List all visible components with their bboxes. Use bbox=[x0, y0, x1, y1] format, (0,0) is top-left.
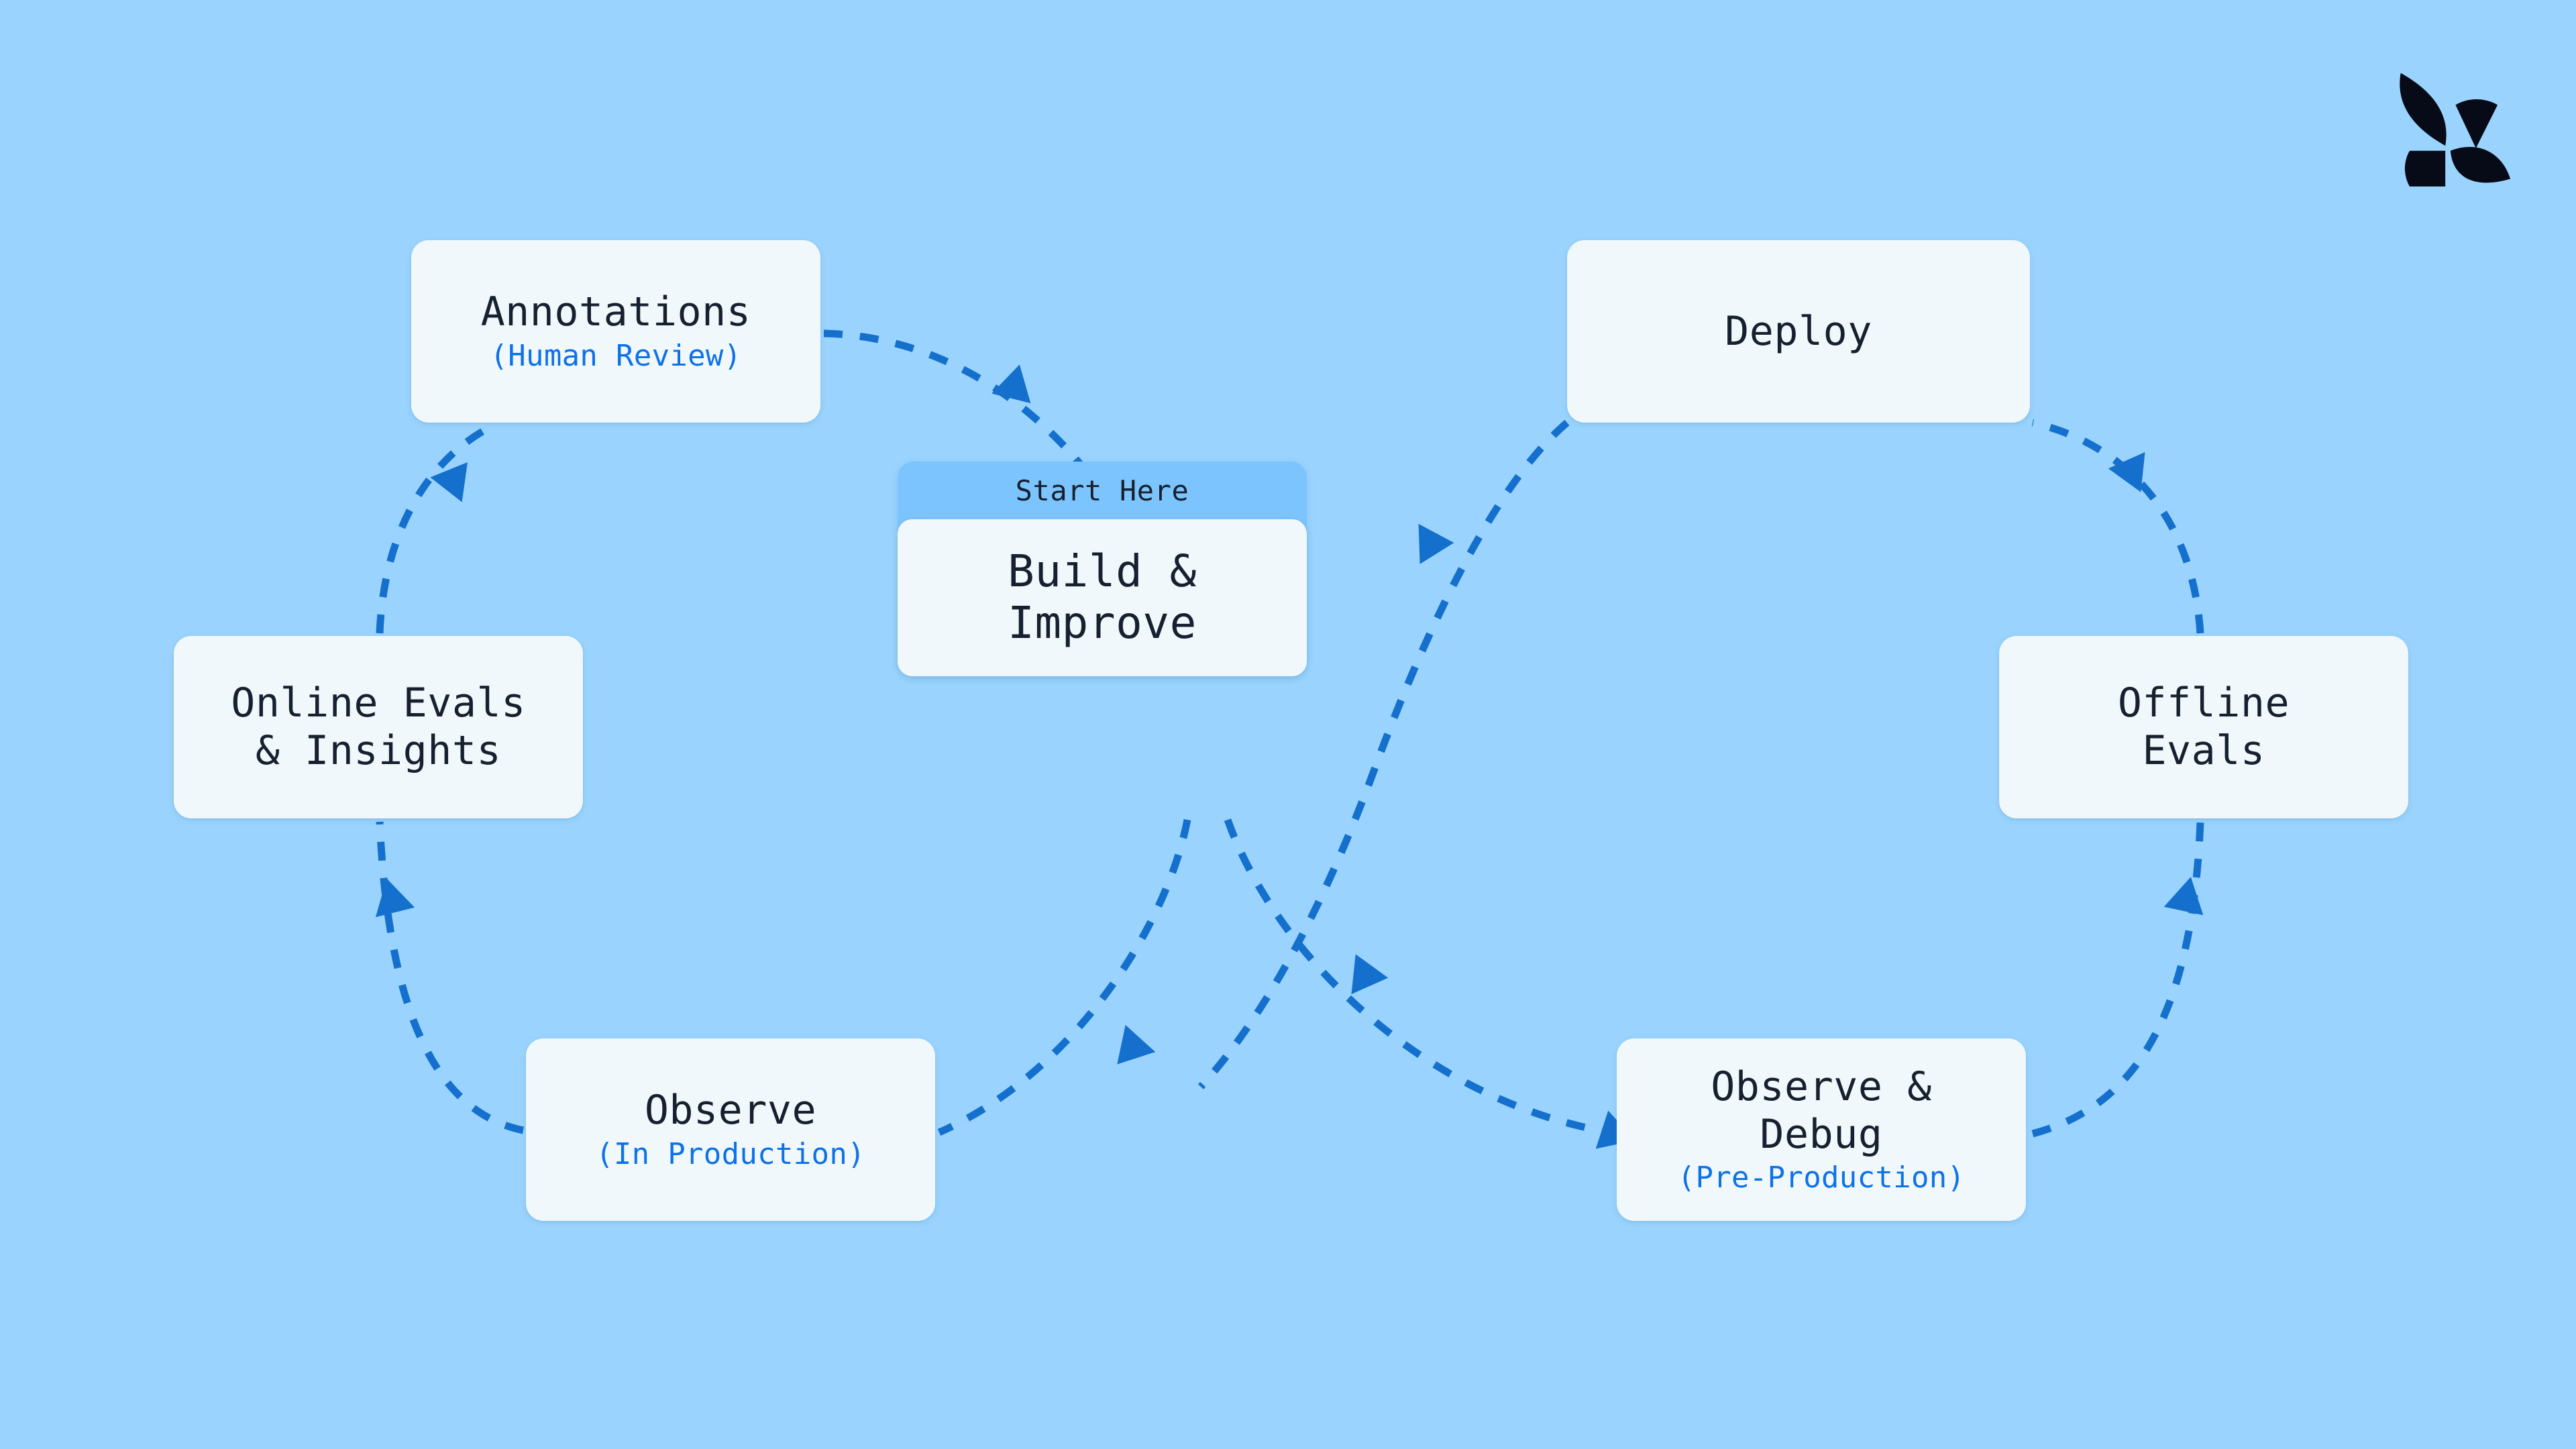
edge-online-evals-to-annotations bbox=[376, 421, 498, 634]
online-evals-title: Online Evals & Insights bbox=[231, 680, 526, 774]
arrowhead-observe-debug-to-offline-evals bbox=[2163, 877, 2204, 916]
edge-observe-production-to-online-evals bbox=[376, 821, 525, 1134]
offline-evals-title: Offline Evals bbox=[2117, 680, 2290, 774]
annotations-title: Annotations bbox=[480, 288, 751, 336]
observe-debug-subtitle: (Pre-Production) bbox=[1677, 1161, 1966, 1195]
start-here-badge: Start Here bbox=[1015, 474, 1189, 507]
arrowhead-online-evals-to-annotations bbox=[430, 462, 468, 502]
edge-offline-evals-to-deploy bbox=[2031, 419, 2204, 634]
build-improve-title: Build & Improve bbox=[1008, 545, 1197, 649]
edge-build-to-observe-production bbox=[937, 818, 1191, 1136]
node-online-evals-insights[interactable]: Online Evals & Insights bbox=[174, 636, 583, 818]
arrowhead-annotations-to-build bbox=[991, 364, 1031, 404]
arrowhead-deploy-to-build-lower bbox=[1351, 954, 1389, 995]
observe-debug-title: Observe & Debug bbox=[1711, 1063, 1932, 1158]
edge-build-to-observe-debug bbox=[1224, 818, 1611, 1136]
arrowhead-observe-production-to-online-evals bbox=[375, 878, 415, 918]
arrowhead-deploy-to-build-upper bbox=[1418, 523, 1454, 564]
arrowhead-offline-evals-to-deploy bbox=[2108, 451, 2145, 492]
arrowhead-build-to-observe-production bbox=[1117, 1024, 1156, 1065]
node-annotations[interactable]: Annotations (Human Review) bbox=[411, 240, 820, 423]
observe-production-subtitle: (In Production) bbox=[596, 1137, 865, 1171]
annotations-subtitle: (Human Review) bbox=[490, 339, 742, 373]
braintrust-logo-icon bbox=[2400, 72, 2511, 186]
edge-observe-debug-to-offline-evals bbox=[2031, 822, 2204, 1138]
node-deploy[interactable]: Deploy bbox=[1567, 240, 2030, 423]
node-observe-in-production[interactable]: Observe (In Production) bbox=[526, 1038, 935, 1221]
node-build-improve[interactable]: Start Here Build & Improve bbox=[898, 462, 1307, 676]
node-offline-evals[interactable]: Offline Evals bbox=[1999, 636, 2408, 818]
edge-annotations-to-build bbox=[823, 329, 1088, 472]
deploy-title: Deploy bbox=[1725, 307, 1872, 355]
build-improve-card: Build & Improve bbox=[898, 519, 1307, 676]
node-observe-debug[interactable]: Observe & Debug (Pre-Production) bbox=[1617, 1038, 2026, 1221]
observe-production-title: Observe bbox=[644, 1087, 817, 1134]
